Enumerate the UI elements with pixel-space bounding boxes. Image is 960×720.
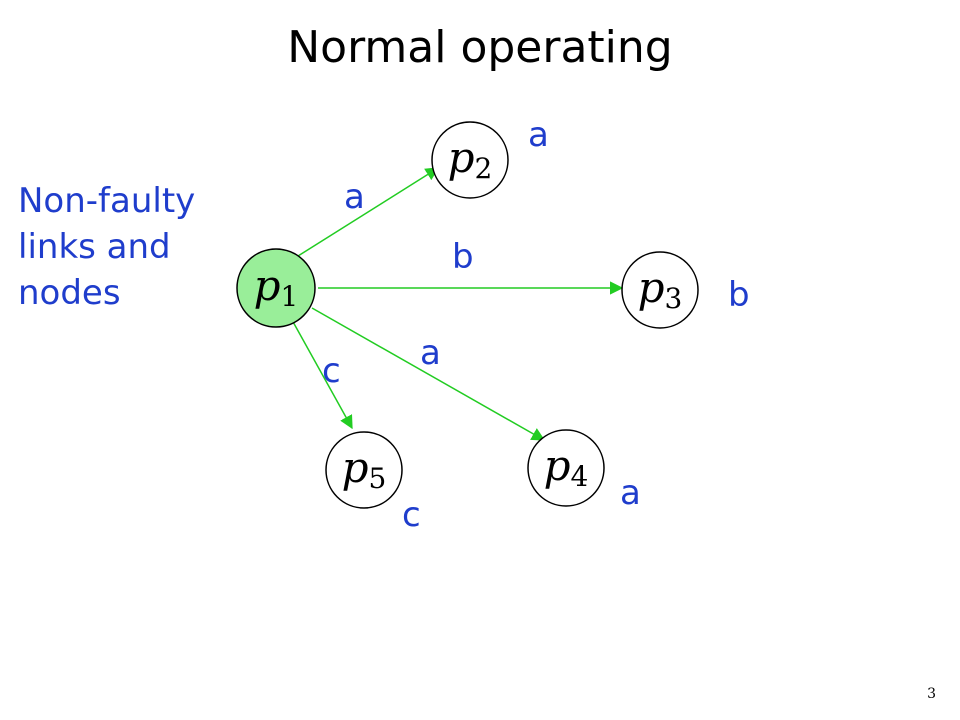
node-p1-sub: 1 <box>281 280 299 313</box>
node-p2-var: p <box>448 133 475 182</box>
node-p4-sub: 4 <box>571 460 589 493</box>
edge-p1-p2 <box>297 167 440 257</box>
received-p4: a <box>620 473 641 513</box>
side-note-line-1: Non-faulty <box>18 181 196 221</box>
node-p2-sub: 2 <box>475 152 493 185</box>
received-p5: c <box>402 495 421 535</box>
side-note: Non-faulty links and nodes <box>18 178 258 316</box>
edge-label-p4: a <box>420 333 441 373</box>
node-p5: p5 <box>325 431 403 509</box>
edge-label-p3: b <box>452 237 474 277</box>
node-p2: p2 <box>431 121 509 199</box>
page-number: 3 <box>927 686 936 702</box>
node-p4: p4 <box>527 429 605 507</box>
svg-text:p1: p1 <box>254 261 299 313</box>
page-title: Normal operating <box>287 22 673 73</box>
node-p3-var: p <box>638 263 665 312</box>
edge-label-p5: c <box>322 351 341 391</box>
edge-p1-p5 <box>291 319 353 430</box>
side-note-line-3: nodes <box>18 273 121 313</box>
svg-text:p2: p2 <box>448 133 493 185</box>
svg-text:p5: p5 <box>342 443 387 495</box>
node-p3: p3 <box>621 251 699 329</box>
svg-text:p3: p3 <box>638 263 683 315</box>
node-p1-var: p <box>254 261 281 310</box>
svg-text:p4: p4 <box>544 441 589 493</box>
received-p3: b <box>728 275 750 315</box>
node-p1: p1 <box>236 248 316 328</box>
received-p2: a <box>528 115 549 155</box>
node-p5-sub: 5 <box>369 462 387 495</box>
node-p4-var: p <box>544 441 571 490</box>
edge-label-p2: a <box>344 177 365 217</box>
node-p3-sub: 3 <box>665 282 683 315</box>
edge-p1-p4 <box>311 307 546 441</box>
side-note-line-2: links and <box>18 227 171 267</box>
node-p5-var: p <box>342 443 369 492</box>
